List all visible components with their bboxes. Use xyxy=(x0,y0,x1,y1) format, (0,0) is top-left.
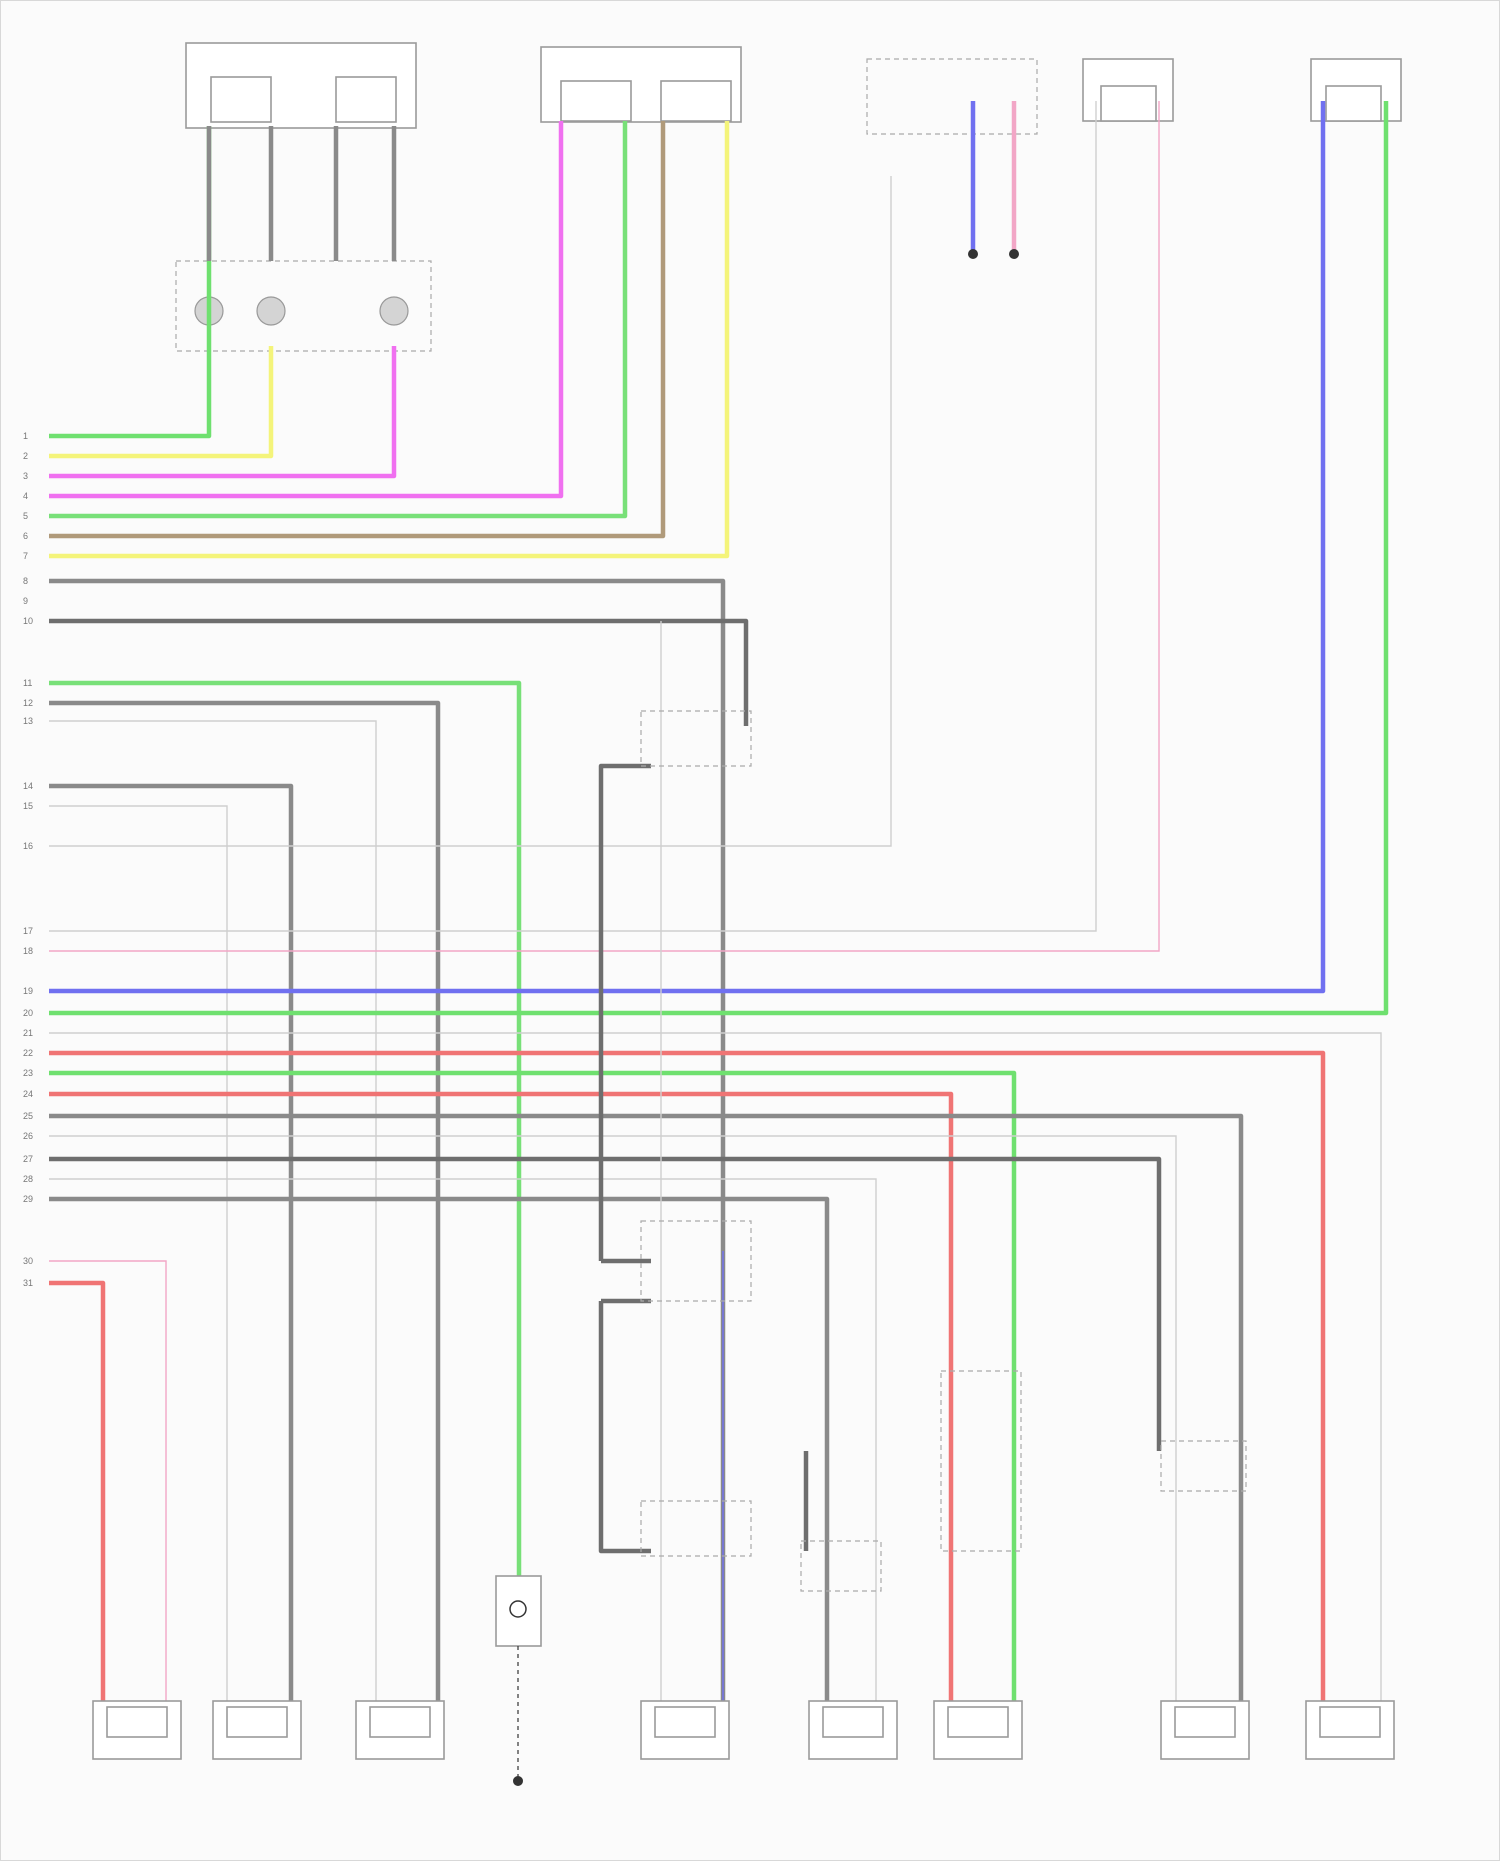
airbag-ground xyxy=(513,1646,523,1786)
pin-number: 22 xyxy=(23,1048,33,1058)
pin-number: 25 xyxy=(23,1111,33,1121)
bottom-connector xyxy=(213,1701,301,1759)
pin-number: 30 xyxy=(23,1256,33,1266)
pin-number: 18 xyxy=(23,946,33,956)
bottom-connector xyxy=(809,1701,897,1759)
pin-number: 24 xyxy=(23,1089,33,1099)
passenger-seat-module xyxy=(541,47,741,122)
bottom-connector xyxy=(641,1701,729,1759)
pin-number: 12 xyxy=(23,698,33,708)
pin-column: 1234567891011121314151617181920212223242… xyxy=(23,431,33,1288)
bottom-connector xyxy=(93,1701,181,1759)
pin-number: 27 xyxy=(23,1154,33,1164)
wires xyxy=(49,101,1386,1701)
pin-number: 16 xyxy=(23,841,33,851)
pin-number: 23 xyxy=(23,1068,33,1078)
pin-number: 15 xyxy=(23,801,33,811)
pin-number: 8 xyxy=(23,576,28,586)
pin-number: 11 xyxy=(23,678,32,688)
pin-number: 4 xyxy=(23,491,28,501)
passenger-off-indicator xyxy=(496,1576,541,1646)
pin-number: 26 xyxy=(23,1131,33,1141)
pin-number: 14 xyxy=(23,781,33,791)
bottom-connectors xyxy=(93,1701,1394,1759)
pin-number: 5 xyxy=(23,511,28,521)
pin-number: 6 xyxy=(23,531,28,541)
pin-number: 10 xyxy=(23,616,33,626)
bottom-connector xyxy=(1306,1701,1394,1759)
pin-number: 9 xyxy=(23,596,28,606)
pin-number: 13 xyxy=(23,716,33,726)
bottom-connector xyxy=(934,1701,1022,1759)
bottom-connector xyxy=(1161,1701,1249,1759)
pin-number: 3 xyxy=(23,471,28,481)
pin-number: 7 xyxy=(23,551,28,561)
combination-switch xyxy=(176,261,431,351)
sensing-module xyxy=(186,43,416,128)
under-seat-connector xyxy=(867,59,1037,134)
pin-number: 2 xyxy=(23,451,28,461)
pin-number: 19 xyxy=(23,986,33,996)
pin-number: 17 xyxy=(23,926,33,936)
center-connectors xyxy=(641,711,1246,1591)
pin-number: 21 xyxy=(23,1028,33,1038)
connector-shorting xyxy=(968,101,1019,259)
pin-number: 28 xyxy=(23,1174,33,1184)
pin-number: 29 xyxy=(23,1194,33,1204)
pin-number: 20 xyxy=(23,1008,33,1018)
pin-number: 31 xyxy=(23,1278,33,1288)
pin-number: 1 xyxy=(23,431,28,441)
bottom-connector xyxy=(356,1701,444,1759)
